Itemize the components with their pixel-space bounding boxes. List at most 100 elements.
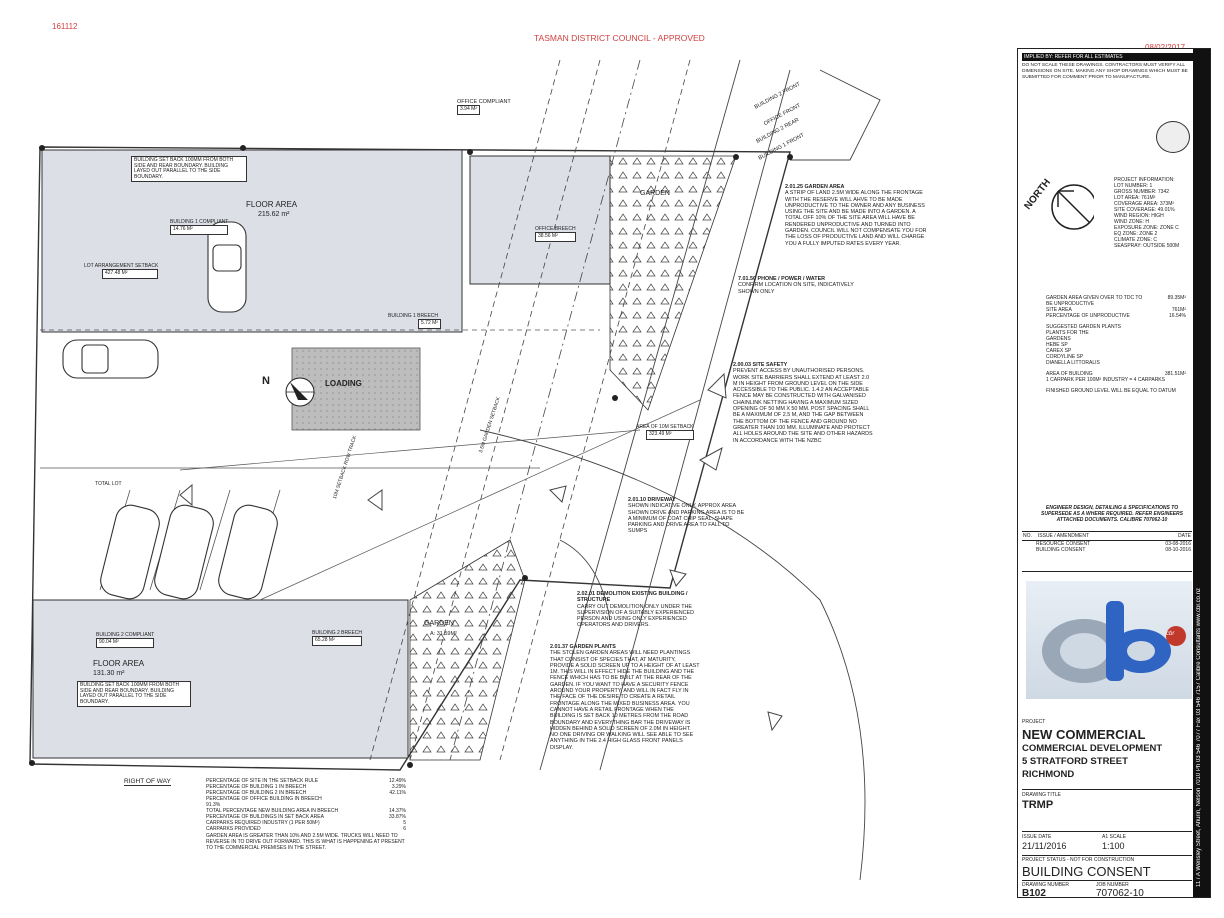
- divider-3: [1022, 855, 1192, 856]
- revision-date: 03-08-2016: [1165, 541, 1191, 547]
- plant-item: GARDENS: [1046, 336, 1071, 342]
- plan-north-arrow: [285, 377, 315, 407]
- project-info-item: LOT NUMBER: 1: [1114, 183, 1153, 189]
- plant-item: CORDYLINE SP: [1046, 354, 1084, 360]
- note-driveway-text: SHOWN INDICATIVE ONLY, APPROX AREA SHOWN…: [628, 503, 745, 535]
- driveway-curve-inner: [559, 539, 611, 621]
- project-info-item: WIND REGION: HIGH: [1114, 213, 1164, 219]
- note-phone-title: 7.01.50 PHONE / POWER / WATER: [738, 276, 826, 282]
- area-setback-value: 323.49 m²: [646, 430, 694, 440]
- company-logo: cbr: [1026, 581, 1192, 699]
- note-demolition-title: 2.02.01 DEMOLITION EXISTING BUILDING / S…: [577, 591, 688, 604]
- scale-value: 1:100: [1102, 841, 1125, 851]
- stats-row-label: PERCENTAGE OF SITE IN THE SETBACK RULE: [206, 778, 319, 784]
- scale-label: A1 SCALE: [1102, 834, 1126, 840]
- rev-col-no: NO.: [1023, 533, 1032, 539]
- lot-setback-label: LOT ARRANGEMENT SETBACK 427.48 m²: [84, 263, 159, 279]
- note-site-safety: 2.00.03 SITE SAFETY PREVENT ACCESS BY UN…: [733, 362, 873, 444]
- note-demolition-text: CARRY OUT DEMOLITION ONLY UNDER THE SUPE…: [577, 603, 695, 629]
- title-block: IMPLIED BY: REFER FOR ALL ESTIMATES DO N…: [1017, 48, 1211, 898]
- rev-col-date: DATE: [1178, 533, 1191, 539]
- project-address-line-2: RICHMOND: [1022, 769, 1075, 780]
- revision-issue: BUILDING CONSENT: [1036, 547, 1086, 553]
- issue-date-label: ISSUE DATE: [1022, 834, 1052, 840]
- plant-item: CAREX SP: [1046, 348, 1072, 354]
- garden-summary-value: 761M²: [1171, 307, 1186, 313]
- traffic-arrows: [179, 372, 783, 732]
- note-garden-plants: 2.01.37 GARDEN PLANTS THE STOLEN GARDEN …: [550, 644, 700, 751]
- stats-row-label: 91.3%: [206, 802, 221, 808]
- carpark-rule: 1 CARPARK PER 100M² INDUSTRY = 4 CARPARK…: [1046, 377, 1165, 383]
- cars: [62, 221, 278, 600]
- garden-top-label: GARDEN: [640, 190, 670, 197]
- divider-1: [1022, 789, 1192, 790]
- drawing-title: TRMP: [1022, 799, 1054, 811]
- stats-row-value: 14.37%: [389, 808, 406, 814]
- note-phone-text: CONFIRM LOCATION ON SITE, INDICATIVELY S…: [738, 282, 854, 295]
- council-approval-stamp: TASMAN DISTRICT COUNCIL - APPROVED: [534, 33, 705, 43]
- project-info-item: GROSS NUMBER: 7342: [1114, 189, 1170, 195]
- stats-row-label: PERCENTAGE OF BUILDING 1 IN BREECH: [206, 784, 307, 790]
- title-block-side-strip: 11 / A Wensley Street, Ahuriri, Nelson 7…: [1193, 49, 1210, 897]
- note-garden-plants-text: THE STOLEN GARDEN AREAS WILL NEED PLANTI…: [550, 650, 700, 751]
- note-demolition: 2.02.01 DEMOLITION EXISTING BUILDING / S…: [577, 591, 695, 629]
- garden-summary-label: GARDEN AREA GIVEN OVER TO TDC TO BE UNPR…: [1046, 295, 1143, 307]
- building-1-breech-area: 5.72 m²: [418, 319, 441, 329]
- side-strip-text: 11 / A Wensley Street, Ahuriri, Nelson 7…: [1196, 588, 1202, 887]
- ground-level-note: FINISHED GROUND LEVEL WILL BE EQUAL TO D…: [1046, 388, 1176, 394]
- survey-points: [29, 145, 793, 768]
- engineering-note: ENGINEER DESIGN, DETAILING & SPECIFICATI…: [1041, 505, 1183, 523]
- stats-row: PERCENTAGE OF SITE IN THE SETBACK RULE 12…: [206, 778, 406, 784]
- logo-text: cbr: [1166, 631, 1175, 637]
- stats-row-value: 12.49%: [389, 778, 406, 784]
- floor-area-2-label: FLOOR AREA: [93, 659, 145, 668]
- divider-2: [1022, 831, 1192, 832]
- floor-area-2-value: 131.30 m²: [93, 670, 125, 677]
- stats-row-value: 6: [403, 826, 406, 832]
- revision-table: NO. ISSUE / AMENDMENT DATE RESOURCE CONS…: [1022, 531, 1192, 572]
- project-info-item: COVERAGE AREA: 373M²: [1114, 201, 1175, 207]
- council-seal: [1156, 121, 1190, 153]
- site-plan-drawing: [29, 59, 881, 881]
- loading-label: LOADING: [325, 379, 362, 388]
- title-block-warning-text: DO NOT SCALE THESE DRAWINGS. CONTRACTORS…: [1022, 63, 1188, 80]
- stats-row-label: PERCENTAGE OF BUILDING 2 IN BREECH: [206, 790, 307, 796]
- project-info-item: SITE COVERAGE: 49.01%: [1114, 207, 1175, 213]
- building-1: [41, 149, 463, 333]
- garden-bottom-area: A: 31.59m²: [430, 631, 457, 637]
- status-label: PROJECT STATUS - NOT FOR CONSTRUCTION: [1022, 857, 1135, 863]
- building-1-compliant-area: 14.76 m²: [170, 225, 229, 235]
- project-info-title: PROJECT INFORMATION:: [1114, 177, 1175, 183]
- sheet-reference: 161112: [52, 22, 78, 31]
- garden-bottom-area: [409, 539, 526, 761]
- stats-row-label: TOTAL PERCENTAGE NEW BUILDING AREA IN BR…: [206, 808, 339, 814]
- drawing-number-label: DRAWING NUMBER: [1022, 882, 1070, 888]
- stats-row-value: 42.11%: [389, 790, 406, 796]
- office-compliant-area: 3.94 m²: [457, 105, 480, 115]
- building-2-compliant-area: 90.04 m²: [96, 638, 155, 648]
- stats-row: TOTAL PERCENTAGE NEW BUILDING AREA IN BR…: [206, 808, 406, 814]
- note-phone: 7.01.50 PHONE / POWER / WATER CONFIRM LO…: [738, 276, 856, 295]
- setback-line-1: [369, 59, 561, 761]
- building-2-breech-area: 65.28 m²: [312, 636, 363, 646]
- job-number: 707062-10: [1096, 888, 1144, 898]
- plant-item: DIANELLA LITTORALIS: [1046, 360, 1100, 366]
- note-driveway-title: 2.01.10 DRIVEWAY: [628, 497, 676, 503]
- plant-item: PLANTS FOR THE: [1046, 330, 1089, 336]
- building-2: [32, 599, 409, 759]
- project-info-item: EXPOSURE ZONE: ZONE C: [1114, 225, 1179, 231]
- office-building: [469, 155, 611, 285]
- total-lot-label: TOTAL LOT: [95, 481, 122, 487]
- road-edge: [790, 69, 881, 161]
- lot-setback-area: 427.48 m²: [102, 269, 159, 279]
- plan-north-label: N: [262, 375, 270, 387]
- building-1-compliant: BUILDING 1 COMPLIANT 14.76 m²: [170, 219, 229, 235]
- project-status: BUILDING CONSENT: [1022, 864, 1151, 879]
- garden-top-area: [609, 155, 737, 411]
- stats-row: PERCENTAGE OF BUILDING 2 IN BREECH 42.11%: [206, 790, 406, 796]
- plant-item: HEBE SP: [1046, 342, 1068, 348]
- building-2-compliant: BUILDING 2 COMPLIANT 90.04 m²: [96, 632, 155, 648]
